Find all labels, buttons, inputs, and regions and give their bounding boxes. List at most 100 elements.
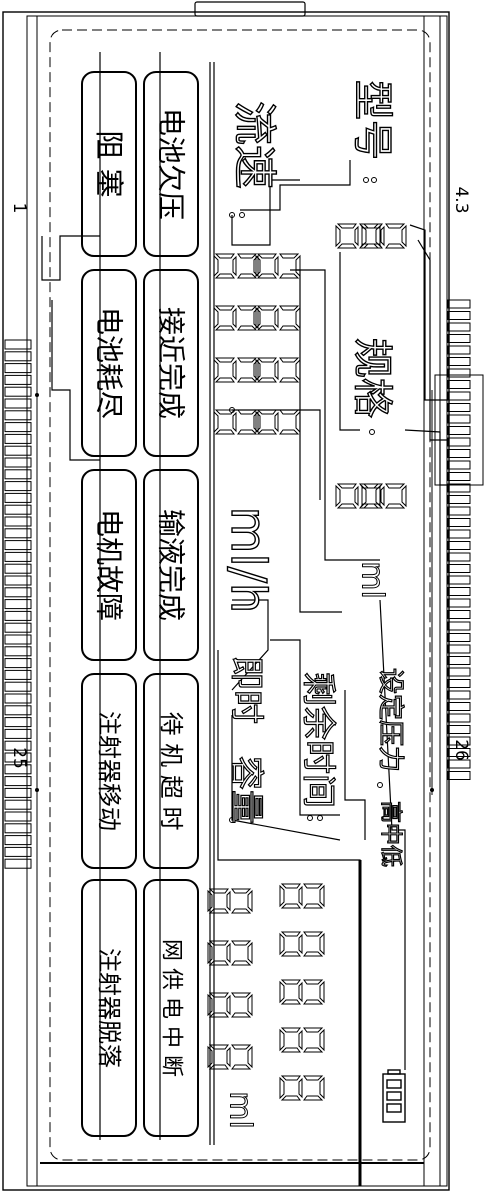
right-pin [447,483,471,493]
left-pin [4,776,32,787]
left-pin [4,516,32,527]
svg-text:规格: 规格 [349,338,395,418]
right-pin [447,449,471,458]
left-pin [4,540,32,551]
left-pin [4,799,32,810]
left-pin [4,728,32,739]
left-pin [4,740,32,751]
left-pin [4,422,32,433]
right-pin [447,334,471,343]
left-pin [4,492,32,503]
right-pin [447,667,471,677]
left-pin [4,469,32,480]
time-digits [279,883,325,1101]
left-pin [4,398,32,409]
right-pin [447,736,471,746]
right-pin [447,644,471,654]
left-pin [4,445,32,456]
right-pin [447,472,471,481]
right-pin [447,357,471,366]
svg-text:高中低: 高中低 [378,801,403,867]
svg-text:25: 25 [9,747,29,769]
left-pin [4,575,32,586]
svg-text:ml: ml [223,1091,258,1129]
svg-text:型号: 型号 [349,80,395,160]
left-pin [4,587,32,598]
right-pin [447,587,471,596]
right-pin [447,575,471,585]
svg-text:容量: 容量 [226,756,266,824]
right-pin [447,380,471,389]
left-pin [4,622,32,633]
left-pin [4,504,32,515]
flow-unit: ml/h [219,506,276,614]
volume-unit: ml [222,1091,258,1130]
label-box-syringe-moved [81,673,137,869]
flow-rate-label: 流速 [228,100,280,189]
left-pin [4,528,32,539]
right-pin [447,598,471,608]
svg-text:ml/h: ml/h [220,507,276,614]
left-pin [4,457,32,468]
left-pin [4,563,32,574]
label-box-occlusion [81,71,137,257]
label-box-infusion-complete [143,469,199,661]
svg-text:阻 塞: 阻 塞 [92,130,126,197]
right-connector-pins [447,299,471,780]
right-pin [447,426,471,435]
right-pin [447,690,471,700]
left-pin [4,858,32,869]
spec-unit: ml [354,561,390,600]
flow-rate-digits [213,253,301,435]
pin-label-1: 1 [9,203,29,214]
right-pin [447,368,471,378]
label-box-standby-timeout [143,673,199,869]
svg-text:ml: ml [355,561,390,599]
right-pin [447,506,471,516]
label-box-mains-interrupted [143,879,199,1137]
right-pin [447,437,471,447]
pin-label-26: 26 [451,739,471,761]
set-pressure-label: 设定压力 [374,667,405,772]
remaining-time-label: 剩余时间 [297,671,338,808]
spec-label: 规格 [348,337,395,418]
inner-frame [26,15,448,1187]
right-pin [447,414,471,424]
right-pin [447,748,471,757]
right-pin [447,299,471,309]
right-pin [447,403,471,412]
left-pin [4,646,32,657]
right-pin [447,311,471,320]
pin-label-4-3: 4.3 [451,186,471,213]
right-pin [447,702,471,711]
left-pin [4,787,32,798]
svg-text:剩余时间: 剩余时间 [298,672,338,808]
left-pin [4,481,32,492]
model-label: 型号 [348,79,395,160]
left-pin [4,658,32,669]
left-pin [4,410,32,421]
left-pin [4,386,32,397]
left-pin [4,610,32,621]
spec-digits [335,483,407,509]
battery-icon [382,1069,406,1123]
svg-text:流速: 流速 [229,101,280,189]
right-pin [447,529,471,539]
pin-label-25: 25 [9,747,29,769]
svg-text:注射器移动: 注射器移动 [95,711,123,831]
left-pin [4,846,32,857]
label-occlusion: 阻 塞 [92,130,126,197]
right-pin [447,345,471,355]
svg-text:电机故障: 电机故障 [93,509,126,621]
right-pin [447,771,471,780]
instant-label: 即时 [225,655,266,724]
right-pin [447,495,471,504]
left-pin [4,811,32,822]
pressure-level-label: 高中低 [377,800,403,867]
left-pin [4,363,32,374]
label-syringe-off: 注射器脱落 [95,948,123,1068]
label-battery-empty: 电池耗尽 [93,307,126,419]
left-pin [4,351,32,362]
left-pin [4,433,32,444]
